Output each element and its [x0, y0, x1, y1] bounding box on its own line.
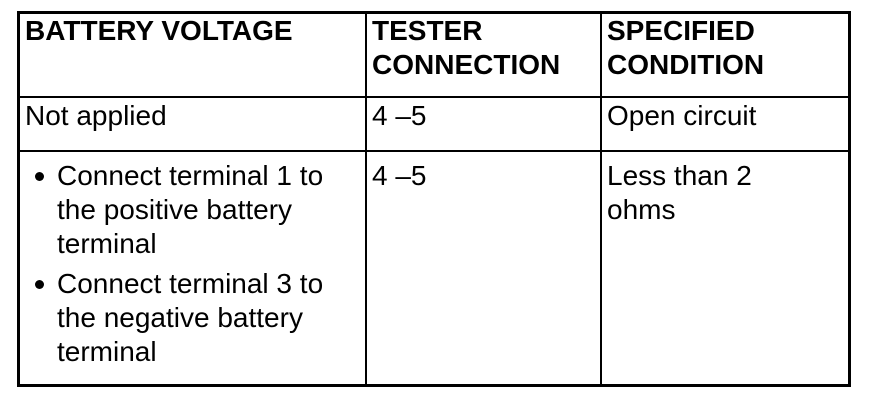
- cell-tester-connection-row2: 4 –5: [367, 152, 602, 384]
- cell-specified-condition-row1: Open circuit: [602, 98, 848, 152]
- header-cell-tester-connection: TESTER CONNECTION: [367, 14, 602, 98]
- list-item: Connect terminal 3 to the negative batte…: [25, 267, 360, 369]
- cell-battery-voltage-row1: Not applied: [20, 98, 367, 152]
- list-item-text: Connect terminal 1 to the positive batte…: [57, 160, 324, 259]
- cell-tester-connection-row1: 4 –5: [367, 98, 602, 152]
- header-cell-battery-voltage: BATTERY VOLTAGE: [20, 14, 367, 98]
- bullet-icon: [35, 172, 44, 181]
- cell-specified-condition-row2: Less than 2 ohms: [607, 160, 752, 225]
- list-item: Connect terminal 1 to the positive batte…: [25, 159, 360, 261]
- cell-battery-voltage-row2: Connect terminal 1 to the positive batte…: [20, 152, 367, 384]
- header-cell-specified-condition: SPECIFIED CONDITION: [602, 14, 848, 98]
- bullet-icon: [35, 280, 44, 289]
- list-item-text: Connect terminal 3 to the negative batte…: [57, 268, 324, 367]
- battery-voltage-bullet-list: Connect terminal 1 to the positive batte…: [25, 159, 360, 369]
- spec-table: BATTERY VOLTAGE TESTER CONNECTION SPECIF…: [17, 11, 851, 387]
